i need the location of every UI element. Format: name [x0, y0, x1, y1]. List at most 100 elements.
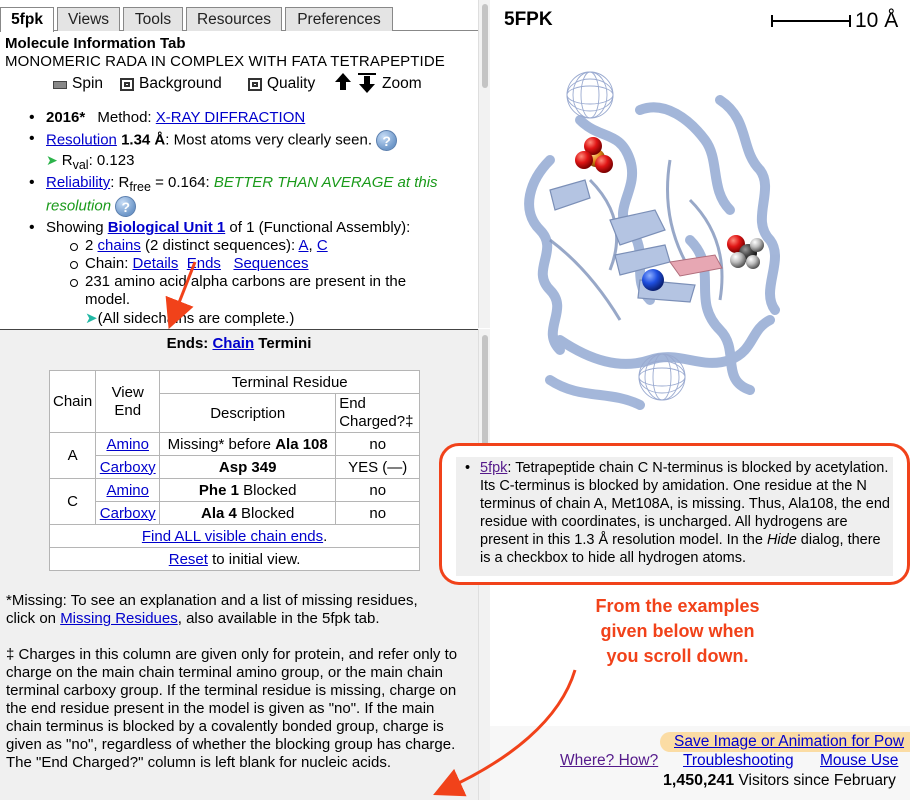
- showing-line: Showing Biological Unit 1 of 1 (Function…: [29, 219, 411, 237]
- rval-label: R: [61, 152, 73, 169]
- biological-unit-link[interactable]: Biological Unit 1: [107, 219, 226, 236]
- sidechains-text: (All sidechains are complete.): [97, 310, 295, 327]
- chains-suffix: (2 distinct sequences):: [140, 237, 299, 254]
- chain-a-link[interactable]: A: [298, 237, 309, 254]
- resolution-value: 1.34 Å: [121, 131, 166, 149]
- arrow-right-icon: ➤: [85, 310, 98, 327]
- reliability-verdict: BETTER THAN AVERAGE at this: [213, 174, 438, 191]
- protein-cartoon-image[interactable]: [490, 40, 790, 420]
- scrollbar-thumb[interactable]: [482, 4, 488, 88]
- details-link[interactable]: Details: [132, 255, 179, 272]
- save-image-link[interactable]: Save Image or Animation for Pow: [674, 733, 905, 750]
- showing-suffix: of 1 (Functional Assembly):: [225, 219, 411, 236]
- save-image-link-container: Save Image or Animation for Pow: [660, 732, 910, 752]
- background-toggle[interactable]: Background: [120, 75, 222, 93]
- chain-link[interactable]: Chain: [212, 335, 255, 352]
- alpha-carbons-text-2: model.: [85, 291, 131, 308]
- view-end-cell: Carboxy: [95, 455, 161, 479]
- method-link[interactable]: X-RAY DIFFRACTION: [155, 109, 306, 126]
- description-cell: Missing* before Ala 108: [159, 432, 337, 456]
- pdb-id-label: 5FPK: [504, 9, 553, 30]
- top-panel-scrollbar[interactable]: [478, 0, 490, 328]
- table-row: C Amino Phe 1 Blocked no: [48, 478, 421, 525]
- find-all-ends-link[interactable]: Find ALL visible chain ends: [141, 527, 324, 545]
- molecule-tab-title: Molecule Information Tab: [5, 35, 186, 52]
- annotation-callout-box: 5fpk: Tetrapeptide chain C N-terminus is…: [439, 443, 910, 585]
- background-checkbox-icon: [120, 77, 134, 91]
- 5fpk-link[interactable]: 5fpk: [480, 460, 508, 476]
- table-row: Carboxy Asp 349 YES (—): [50, 455, 421, 479]
- zoom-label: Zoom: [382, 75, 422, 92]
- carboxy-link[interactable]: Carboxy: [99, 458, 156, 476]
- chains-count: 2: [85, 237, 98, 254]
- quality-checkbox-icon: [248, 77, 262, 91]
- tab-5fpk[interactable]: 5fpk: [0, 7, 54, 32]
- tab-bar: 5fpk Views Tools Resources Preferences: [0, 7, 478, 32]
- carboxy-link[interactable]: Carboxy: [99, 504, 156, 522]
- description-cell: Asp 349: [159, 455, 337, 479]
- charged-cell: no: [335, 501, 421, 525]
- amino-link[interactable]: Amino: [106, 435, 149, 453]
- spin-toggle[interactable]: Spin: [53, 75, 103, 93]
- ends-panel-title: Ends: Chain Termini: [0, 335, 478, 352]
- chain-label: Chain:: [85, 255, 133, 272]
- rval-value: : 0.123: [88, 152, 135, 169]
- header-description: Description: [159, 393, 337, 433]
- tab-preferences[interactable]: Preferences: [285, 7, 393, 31]
- rfree-value: = 0.164:: [150, 174, 214, 191]
- method-label: Method:: [97, 109, 152, 126]
- chain-c-link[interactable]: C: [316, 237, 328, 254]
- molecule-viewer[interactable]: 5FPK 10 Å: [439, 0, 910, 800]
- molecule-name: MONOMERIC RADA IN COMPLEX WITH FATA TETR…: [5, 53, 445, 70]
- sidechains-line: ➤(All sidechains are complete.): [85, 309, 294, 327]
- resolution-link[interactable]: Resolution: [46, 131, 117, 149]
- quality-toggle[interactable]: Quality: [248, 75, 315, 93]
- missing-residues-link[interactable]: Missing Residues: [60, 610, 178, 627]
- chains-link[interactable]: chains: [97, 237, 141, 254]
- description-cell: Phe 1 Blocked: [159, 478, 337, 502]
- help-icon[interactable]: ?: [115, 196, 137, 217]
- tab-resources[interactable]: Resources: [186, 7, 282, 31]
- help-icon[interactable]: ?: [376, 130, 398, 151]
- reliability-verdict-cont: resolution: [46, 197, 112, 215]
- ends-title-prefix: Ends:: [166, 335, 213, 352]
- scale-bar: 10 Å: [771, 9, 898, 33]
- zoom-arrows-icon[interactable]: [333, 72, 377, 94]
- sequences-link[interactable]: Sequences: [233, 255, 309, 272]
- charged-cell: YES (—): [335, 455, 421, 479]
- troubleshooting-link[interactable]: Troubleshooting: [683, 752, 794, 769]
- reliability-line: Reliability: Rfree = 0.164: BETTER THAN …: [29, 174, 438, 194]
- annotation-text: 5fpk: Tetrapeptide chain C N-terminus is…: [465, 459, 890, 567]
- view-end-cell: Amino: [95, 432, 161, 456]
- header-chain: Chain: [48, 370, 97, 433]
- tab-tools[interactable]: Tools: [123, 7, 183, 31]
- charges-note: ‡ Charges in this column are given only …: [6, 646, 458, 771]
- ends-link[interactable]: Ends: [186, 255, 221, 272]
- chains-line: 2 chains (2 distinct sequences): A, C: [70, 237, 328, 254]
- reliability-link[interactable]: Reliability: [46, 174, 111, 191]
- background-label: Background: [139, 75, 222, 92]
- charged-cell: no: [335, 478, 421, 502]
- resolution-line: Resolution 1.34 Å: Most atoms very clear…: [29, 130, 398, 151]
- resolution-text: : Most atoms very clearly seen.: [165, 131, 372, 149]
- view-end-cell: Amino: [95, 478, 161, 502]
- visitor-count: 1,450,241: [663, 772, 735, 789]
- spin-label: Spin: [72, 75, 104, 92]
- mouse-use-link[interactable]: Mouse Use: [820, 752, 899, 769]
- visitor-counter: 1,450,241 Visitors since February: [663, 772, 896, 790]
- amino-link[interactable]: Amino: [106, 481, 149, 499]
- molecule-info-panel: 5fpk Views Tools Resources Preferences M…: [0, 0, 478, 328]
- scale-bar-label: 10 Å: [855, 9, 899, 32]
- chain-links-line: Chain: Details Ends Sequences: [70, 255, 309, 272]
- tab-views[interactable]: Views: [57, 7, 120, 31]
- table-row: Carboxy Ala 4 Blocked no: [50, 501, 421, 525]
- where-how-link[interactable]: Where? How?: [560, 752, 659, 769]
- alpha-carbons-line: 231 amino acid alpha carbons are present…: [69, 273, 406, 309]
- reset-link[interactable]: Reset: [168, 550, 208, 568]
- find-all-cell: Find ALL visible chain ends.: [48, 524, 421, 548]
- scrollbar-thumb[interactable]: [482, 335, 488, 493]
